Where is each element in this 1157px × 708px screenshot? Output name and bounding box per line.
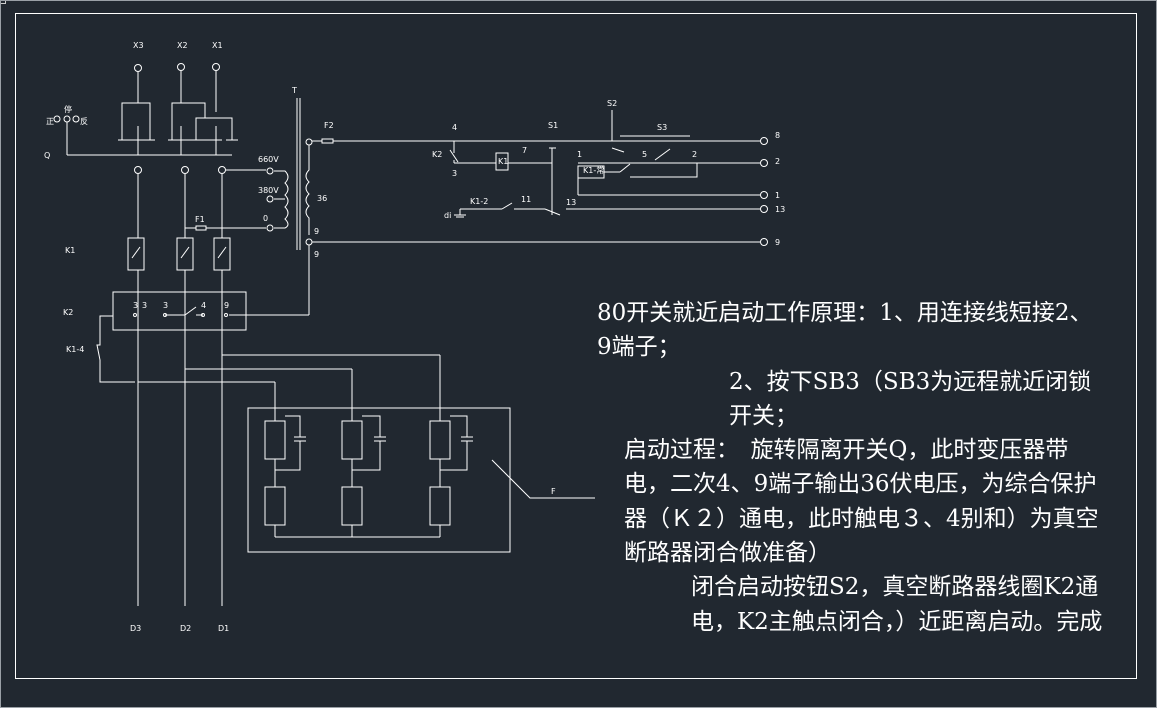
diagram-label: 3 <box>142 301 147 310</box>
label-x1: X1 <box>212 41 223 50</box>
diagram-label: K2 <box>432 150 442 159</box>
drawing-border <box>15 13 1137 679</box>
label-380v: 380V <box>258 186 279 195</box>
diagram-label: 3 <box>452 169 457 178</box>
diagram-label: 5 <box>642 150 647 159</box>
label-k2: K2 <box>63 308 73 317</box>
label-d2: D2 <box>180 624 191 633</box>
label-o9: 9 <box>775 238 780 247</box>
fuse-f2 <box>321 138 334 144</box>
label-f: F <box>551 487 556 496</box>
terminal-x3 <box>134 64 142 72</box>
desc-line-3: 启动过程： 旋转隔离开关Q，此时变压器带电，二次4、9端子输出36伏电压，为综合… <box>624 437 1099 567</box>
label-f2: F2 <box>324 121 334 130</box>
label-fan: 反 <box>80 116 88 126</box>
rc-unit-3 <box>429 415 473 526</box>
label-0v: 0 <box>263 214 268 223</box>
diagram-label: S2 <box>607 99 617 108</box>
diagram-label: 3 <box>133 301 138 310</box>
rc-unit-2 <box>341 415 386 526</box>
label-o1: 1 <box>775 191 780 200</box>
label-t9b: 9 <box>314 250 319 259</box>
diagram-label: K1 <box>498 157 508 166</box>
label-x3: X3 <box>133 41 144 50</box>
label-t9a: 9 <box>314 227 319 236</box>
label-t: T <box>291 86 297 95</box>
fuse-f1 <box>195 225 207 231</box>
protection-box-f <box>247 407 511 553</box>
transformer-secondary <box>305 142 310 235</box>
terminal-x1 <box>212 63 220 71</box>
switch-q-contacts <box>121 102 233 140</box>
label-36: 36 <box>317 194 327 203</box>
label-k1: K1 <box>65 246 75 255</box>
diagram-label: 3 <box>163 301 168 310</box>
diagram-label: 4 <box>201 301 206 310</box>
ucs-corner-icon <box>0 0 6 4</box>
label-660v: 660V <box>258 155 279 164</box>
diagram-label: K1-2 <box>470 197 488 206</box>
diagram-label: 4 <box>452 123 457 132</box>
diagram-label: 7 <box>522 146 527 155</box>
label-zheng: 正 <box>46 117 54 126</box>
label-x2: X2 <box>177 41 188 50</box>
transformer-primary <box>274 170 289 229</box>
label-d3: D3 <box>130 624 141 633</box>
diagram-label: 13 <box>566 198 576 207</box>
label-o13: 13 <box>775 205 785 214</box>
label-ting: 停 <box>64 104 72 114</box>
diagram-label: S3 <box>657 123 667 132</box>
diagram-label: di <box>444 211 451 220</box>
protector-k2 <box>112 291 247 331</box>
desc-line-4: 闭合启动按钮S2，真空断路器线圈K2通电，K2主触点闭合，）近距离启动。完成 <box>691 574 1103 635</box>
coil-k1 <box>495 152 509 171</box>
diagram-label: K1-常 <box>583 166 604 175</box>
desc-line-1: 80开关就近启动工作原理：1、用连接线短接2、9端子； <box>597 300 1093 361</box>
diagram-label: S1 <box>548 121 558 130</box>
label-d1: D1 <box>218 624 229 633</box>
diagram-label: 11 <box>521 195 531 204</box>
label-k1-4: K1-4 <box>66 345 84 354</box>
terminal-x2 <box>177 63 185 71</box>
label-f1: F1 <box>195 215 205 224</box>
desc-line-2: 2、按下SB3（SB3为远程就近闭锁开关； <box>729 368 1092 429</box>
label-o2: 2 <box>775 157 780 166</box>
rc-unit-1 <box>264 415 306 526</box>
diagram-label: 2 <box>692 150 697 159</box>
label-q: Q <box>44 151 50 160</box>
principle-description: 80开关就近启动工作原理：1、用连接线短接2、9端子； 2、按下SB3（SB3为… <box>597 296 1107 639</box>
label-o8: 8 <box>775 131 780 140</box>
diagram-label: 1 <box>577 150 582 159</box>
diagram-label: 9 <box>224 301 229 310</box>
